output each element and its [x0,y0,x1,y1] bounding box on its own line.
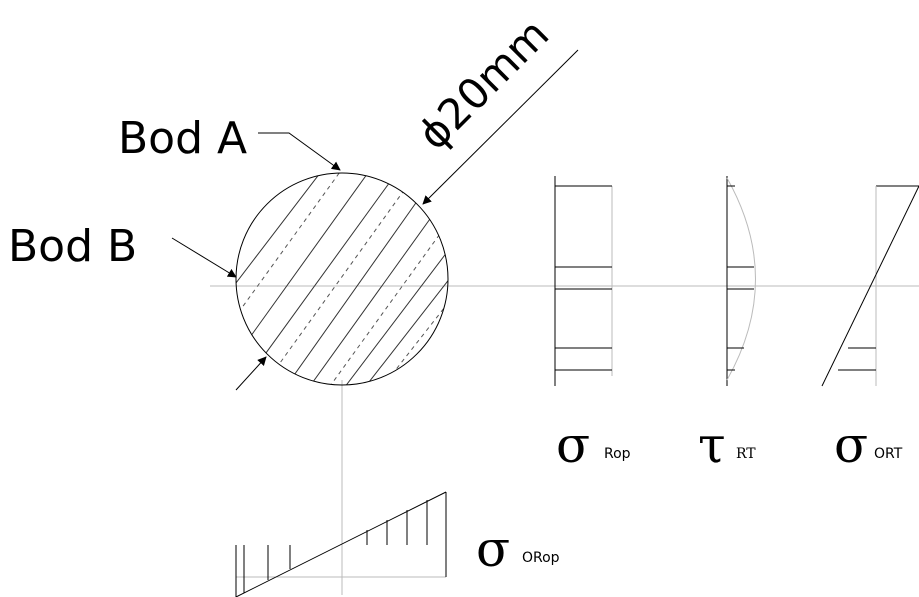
tau-rt-subscript: RT [736,446,756,462]
sigma-orop-diagram: σ ORop [235,491,560,597]
section-hatching [236,173,448,385]
sigma-ort-subscript: ORT [874,446,903,462]
tau-rt-diagram: τ RT [698,176,756,474]
point-b-label: Bod B [8,221,137,272]
circular-cross-section [235,172,449,386]
point-a-label: Bod A [118,113,247,164]
diameter-label: ϕ20mm [408,9,558,159]
point-a-callout: Bod A [118,113,341,171]
sigma-rop-subscript: Rop [604,446,631,462]
point-b-callout: Bod B [8,221,237,278]
tau-rt-symbol: τ [698,416,726,474]
sigma-rop-diagram: σ Rop [554,176,631,474]
sigma-rop-symbol: σ [556,416,590,474]
section-outline [235,172,449,386]
sigma-orop-symbol: σ [476,520,510,578]
sigma-ort-symbol: σ [834,416,868,474]
sigma-ort-diagram: σ ORT [821,185,919,474]
sigma-orop-subscript: ORop [522,550,560,566]
